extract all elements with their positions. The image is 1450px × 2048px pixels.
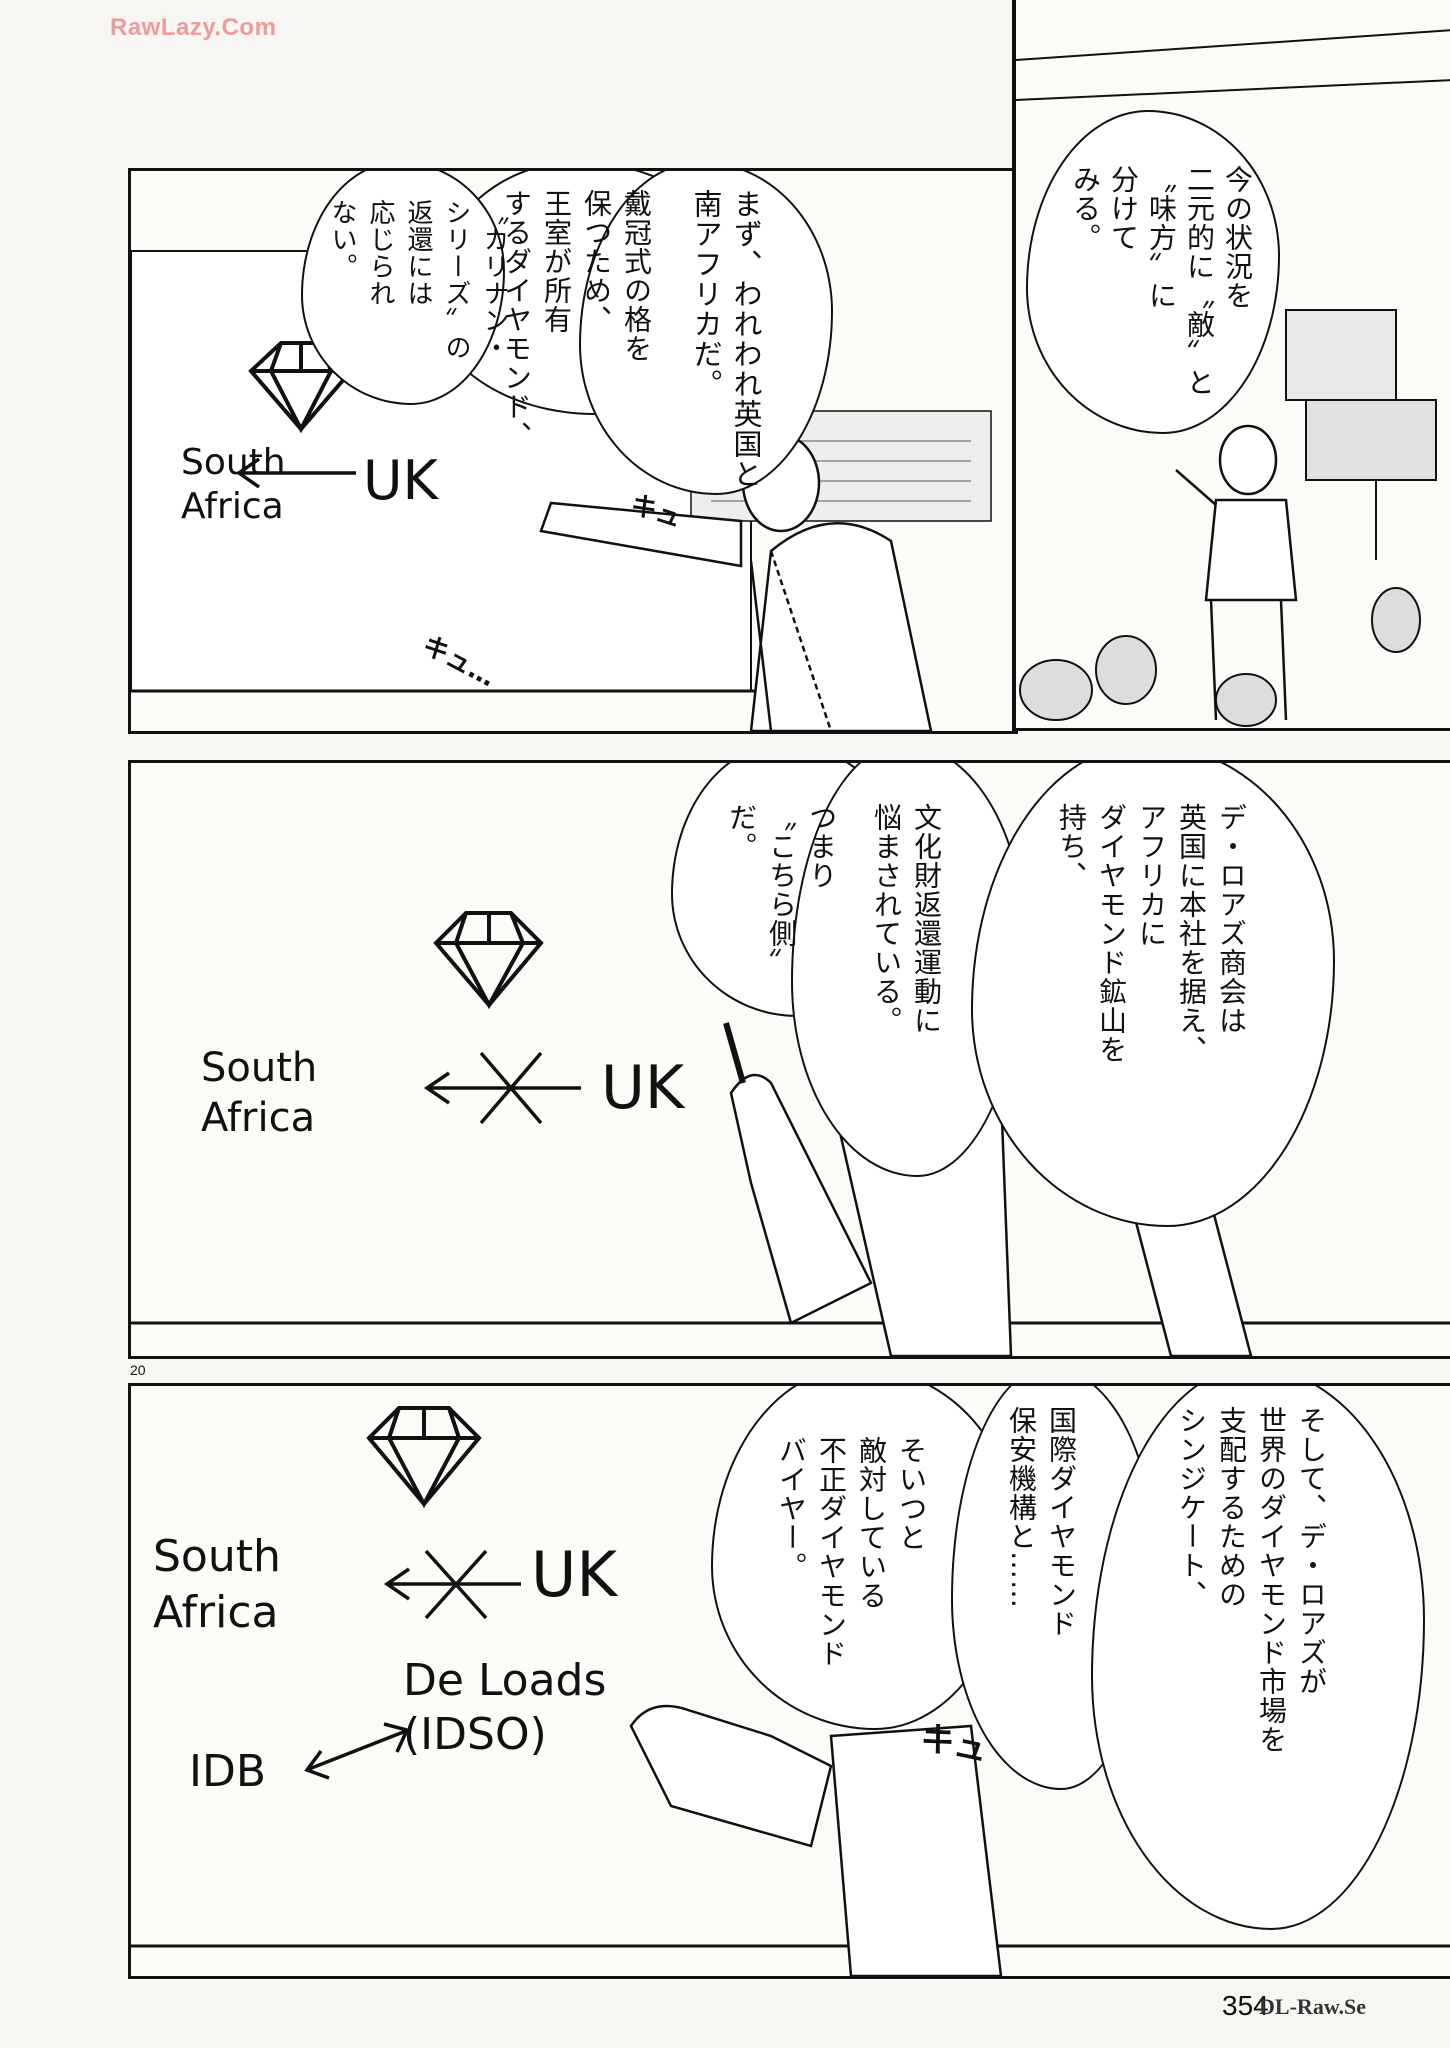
diamond-drawing-3: [366, 1406, 482, 1509]
speech-text-3a: デ・ロアズ商会は 英国に本社を据え、 アフリカに ダイヤモンド鉱山を 持ち、: [1055, 803, 1248, 1064]
speech-text-4a: そして、デ・ロアズが 世界のダイヤモンド市場を 支配するための シンジケート、: [1175, 1406, 1328, 1754]
diagram-label-uk: UK: [363, 449, 438, 512]
speech-text-3c: つまり 〝こちら側〟 だ。: [725, 803, 838, 977]
diagram-label-south-africa-3: South Africa: [153, 1531, 281, 1638]
watermark-top: RawLazy.Com: [110, 14, 277, 41]
speech-text-4c: そいつと 敵対している 不正ダイヤモンド バイヤー。: [775, 1436, 928, 1668]
speech-text-2: 今の状況を 二元的に〝敵〟と 〝味方〟に 分けて みる。: [1069, 165, 1254, 397]
speech-bubble-3a: [971, 763, 1335, 1227]
panel-4-art: [131, 1406, 1450, 1976]
page-number: 354: [1222, 1990, 1269, 2021]
presenter-figure: [539, 433, 933, 731]
speech-bubble-2: [1026, 110, 1280, 434]
speech-text-4b: 国際ダイヤモンド 保安機構と……: [1005, 1406, 1078, 1638]
audience: [1019, 587, 1421, 727]
side-page-number: 20: [130, 1362, 146, 1378]
presenter-arm: [723, 1022, 1253, 1356]
speech-text-1a: まず、われわれ英国と 南アフリカだ。: [689, 189, 763, 489]
diagram-label-uk-3: UK: [531, 1538, 618, 1611]
diagram-label-south-africa-2: South Africa: [201, 1045, 318, 1141]
diagram-label-uk-2: UK: [601, 1053, 685, 1123]
diagram-label-south-africa: South Africa: [181, 442, 286, 527]
panel-2-art: [1016, 29, 1450, 727]
panel-1: South Africa UK まず、われわれ英国と 南アフリカだ。 戴冠式の格…: [128, 168, 1018, 734]
panel-4: South Africa UK De Loads (IDSO) IDB そして、…: [128, 1383, 1450, 1979]
speech-bubble-1c: [301, 171, 505, 405]
diamond-drawing-2: [433, 911, 544, 1010]
speech-bubble-1a: [579, 171, 833, 495]
speech-text-3b: 文化財返還運動に 悩まされている。: [870, 803, 943, 1035]
watermark-bottom: DL-Raw.Se: [1259, 1994, 1366, 2019]
panel-2: 今の状況を 二元的に〝敵〟と 〝味方〟に 分けて みる。: [1012, 0, 1450, 731]
diagram-label-idb: IDB: [189, 1746, 267, 1797]
speech-bubble-4a: [1091, 1386, 1425, 1930]
panel-3: South Africa UK デ・ロアズ商会は 英国に本社を据え、 アフリカに…: [128, 760, 1450, 1359]
panel-3-art: [131, 911, 1450, 1356]
diagram-label-de-loads: De Loads (IDSO): [403, 1655, 607, 1760]
speech-text-1c: 〝カリナン・ シリーズ〟の 返還には 応じられ ない。: [327, 199, 509, 361]
speech-text-1b: 戴冠式の格を 保つため、 王室が所有 するダイヤモンド、: [500, 189, 653, 450]
presenter-arm-2: [629, 1704, 1003, 1976]
